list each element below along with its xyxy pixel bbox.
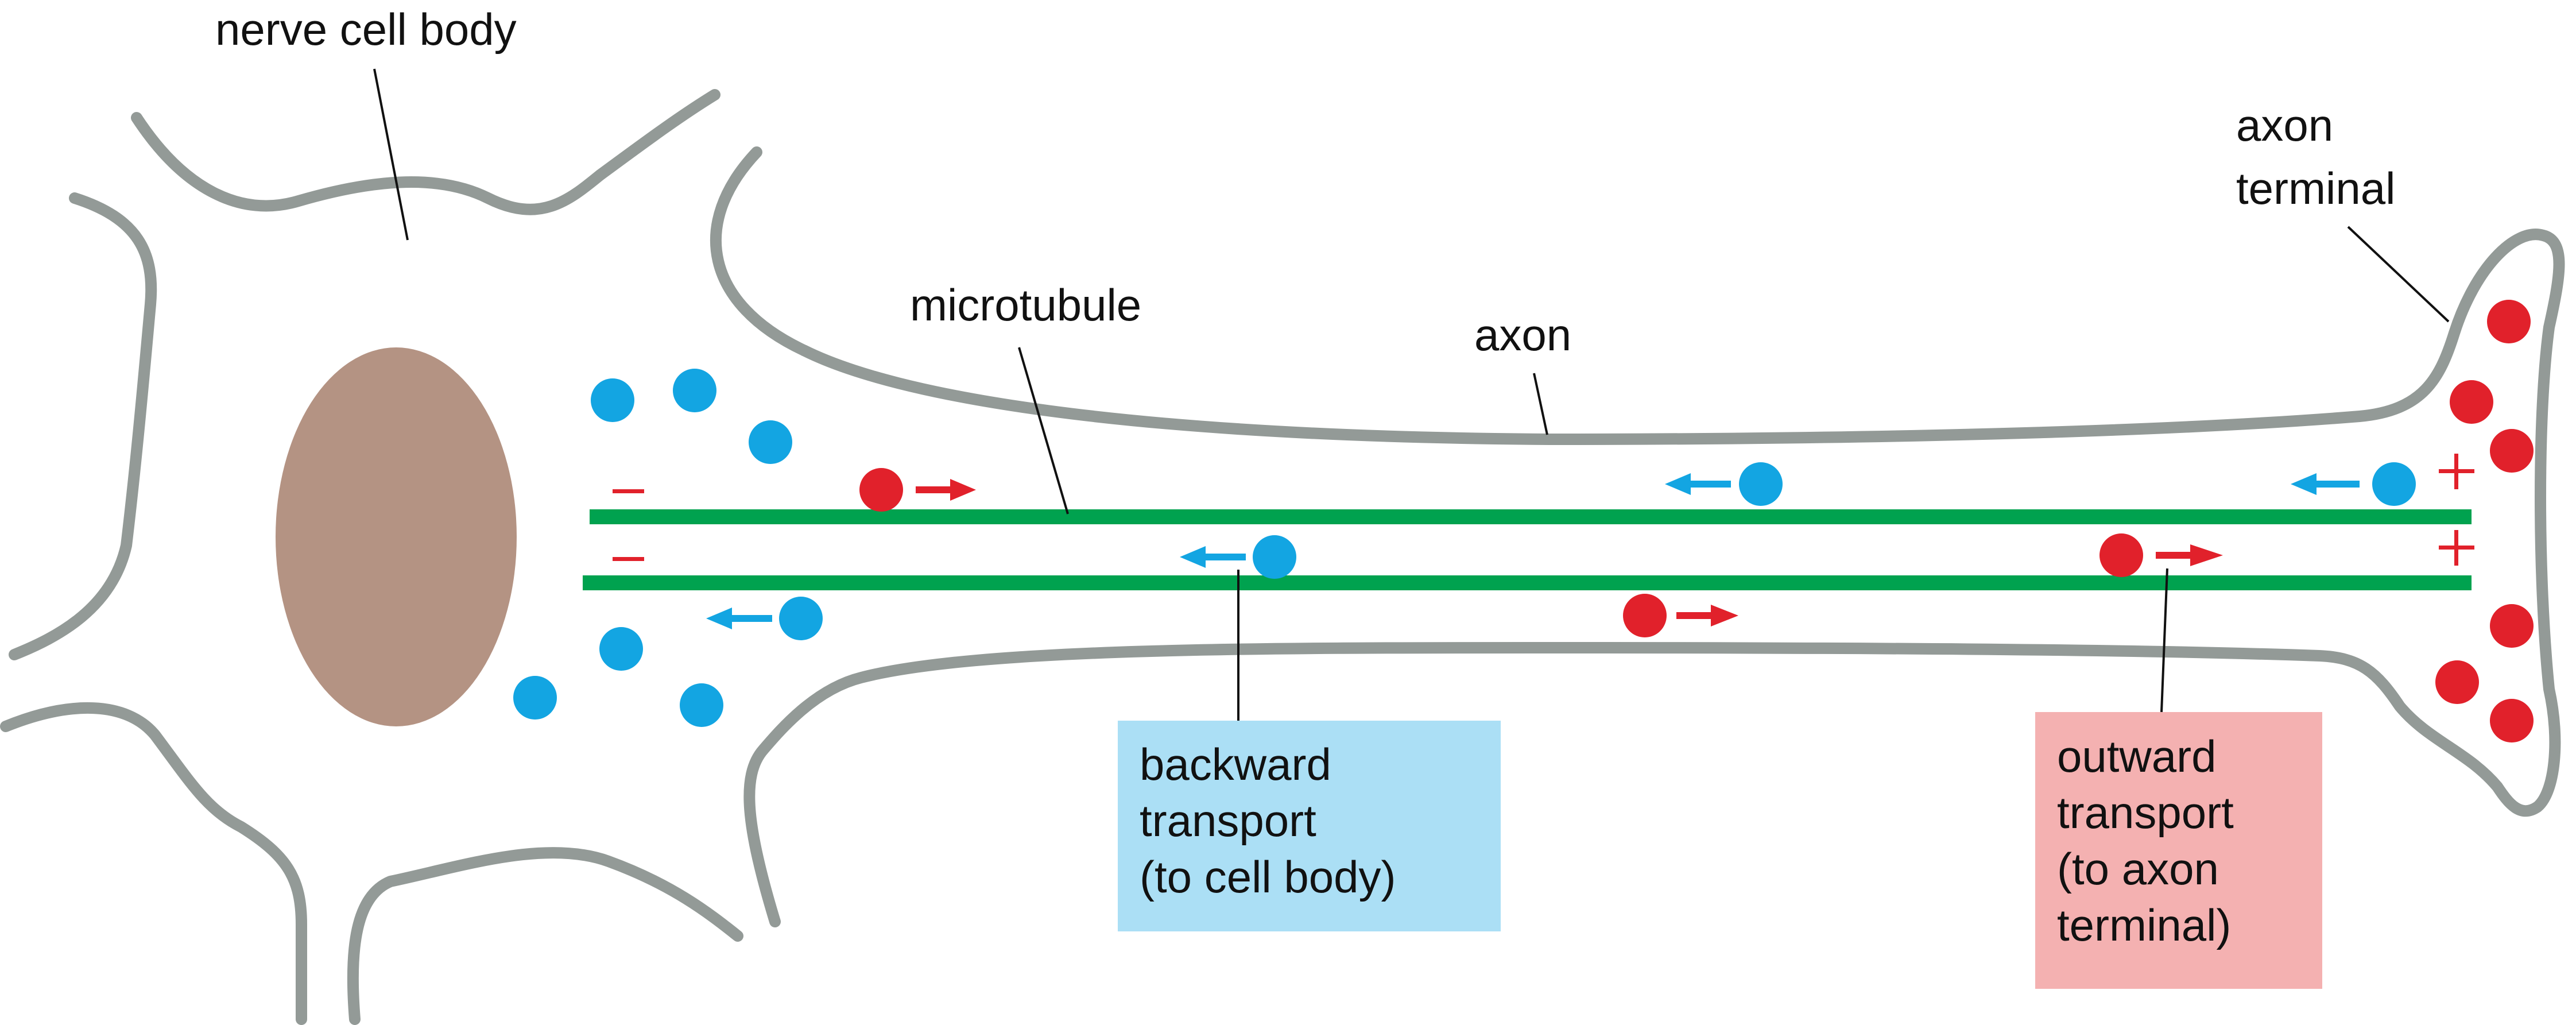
outward-cargo	[2490, 699, 2534, 742]
cell-membrane	[0, 89, 2565, 1025]
backward-cargo	[779, 597, 823, 640]
backward-cargo	[673, 369, 716, 412]
outward-cargo	[2490, 429, 2534, 473]
nerve-cell-body-label: nerve cell body	[215, 4, 517, 55]
outward-cargo	[2450, 380, 2493, 424]
backward-cargo	[1739, 462, 1783, 506]
outward-cargo	[2099, 533, 2143, 577]
backward-cargo	[591, 378, 634, 422]
axon-terminal-label-line2: terminal	[2236, 163, 2395, 214]
microtubule-label: microtubule	[910, 280, 1141, 330]
outward-line-1: outward	[2057, 731, 2217, 782]
outward-line-4: terminal)	[2057, 900, 2232, 950]
backward-cargo	[2372, 462, 2416, 506]
leader-axon	[1533, 373, 1548, 435]
right-arrow-icon	[916, 479, 976, 501]
polarity-signs	[613, 454, 2474, 566]
plus-end-top	[2439, 454, 2474, 489]
outward-cargo	[1623, 594, 1667, 637]
leader-lines	[373, 68, 2450, 721]
minus-end-top	[613, 489, 644, 493]
membrane-top-dendrite	[131, 89, 720, 215]
outward-arrows	[916, 479, 2223, 626]
left-arrow-icon	[2291, 473, 2360, 495]
backward-arrows	[706, 473, 2360, 629]
right-arrow-icon	[2156, 544, 2223, 566]
leader-microtubule	[1018, 347, 1069, 515]
leader-outward	[2160, 568, 2168, 713]
backward-cargo	[680, 683, 723, 727]
membrane-bottom-dendrite	[347, 847, 743, 1025]
axon-label: axon	[1474, 310, 1571, 360]
outward-transport-text: outward transport (to axon terminal)	[2057, 728, 2318, 953]
right-arrow-icon	[1676, 605, 1738, 626]
left-arrow-icon	[706, 608, 772, 629]
outward-line-2: transport	[2057, 787, 2234, 838]
membrane-left-dendrite	[9, 192, 157, 660]
backward-line-1: backward	[1140, 739, 1331, 790]
backward-cargo-group	[513, 369, 2416, 727]
axon-terminal-label-line1: axon	[2236, 100, 2333, 150]
outward-transport-box	[2035, 712, 2322, 989]
nucleus	[276, 347, 517, 726]
backward-transport-text: backward transport (to cell body)	[1140, 736, 1496, 905]
backward-cargo	[1253, 535, 1296, 579]
backward-transport-box	[1118, 721, 1501, 931]
outward-cargo	[2490, 604, 2534, 648]
minus-end-bottom	[613, 557, 644, 561]
backward-cargo	[513, 676, 557, 720]
outward-cargo	[2435, 660, 2479, 704]
membrane-axon-top	[710, 146, 2565, 927]
backward-line-3: (to cell body)	[1140, 852, 1396, 902]
backward-line-2: transport	[1140, 795, 1316, 846]
outward-line-3: (to axon	[2057, 844, 2219, 894]
outward-cargo	[859, 468, 903, 512]
left-arrow-icon	[1180, 546, 1246, 568]
backward-cargo	[749, 420, 792, 464]
left-arrow-icon	[1665, 473, 1731, 495]
leader-axon-terminal	[2347, 226, 2450, 323]
membrane-bottom-left-dendrite	[0, 702, 307, 1025]
outward-cargo	[2487, 300, 2531, 343]
backward-cargo	[599, 627, 643, 671]
outward-cargo-group	[859, 300, 2534, 742]
plus-end-bottom	[2439, 530, 2474, 566]
leader-nerve-cell-body	[373, 68, 409, 241]
